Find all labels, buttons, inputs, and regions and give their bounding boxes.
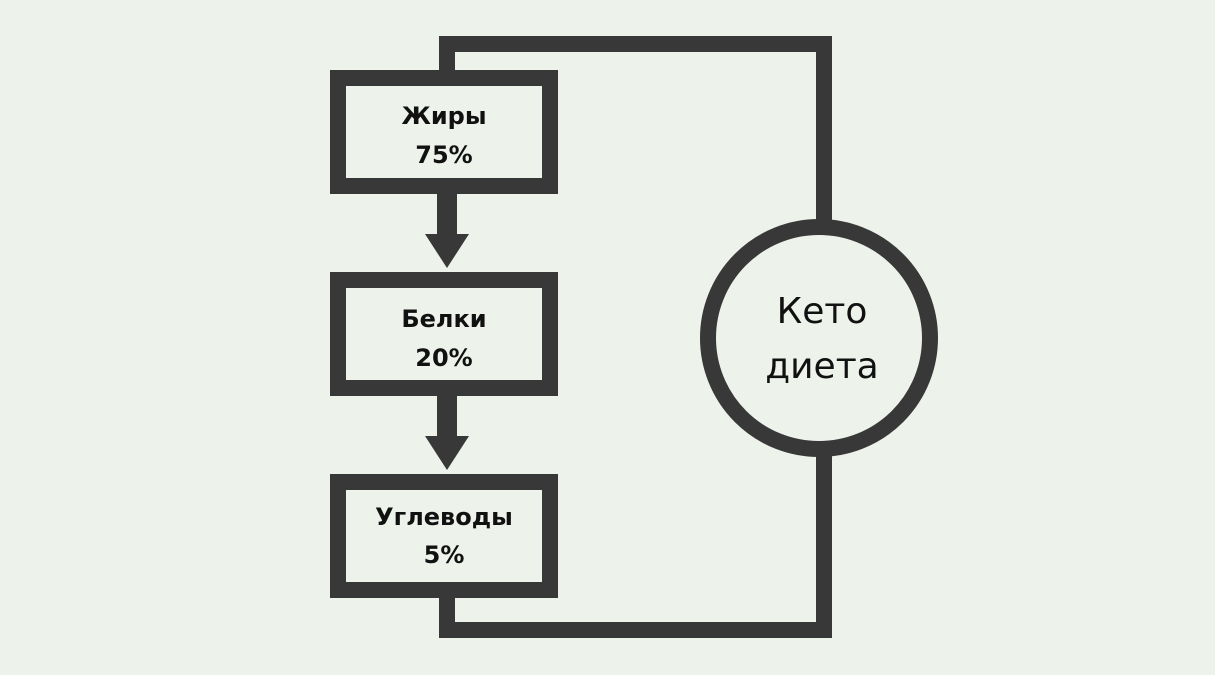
box-fats-percent: 75% — [415, 141, 472, 169]
box-proteins: Белки 20% — [330, 272, 558, 396]
box-carbs-name: Углеводы — [375, 503, 513, 531]
box-carbs-percent: 5% — [424, 541, 465, 569]
box-fats: Жиры 75% — [330, 70, 558, 194]
loop-connector-top — [439, 36, 832, 220]
box-proteins-name: Белки — [401, 305, 486, 333]
box-carbs: Углеводы 5% — [330, 474, 558, 598]
arrow-proteins-to-carbs — [425, 395, 469, 470]
keto-circle-line1: Кето — [777, 291, 868, 332]
keto-circle: Кето диета — [700, 219, 938, 457]
keto-circle-line2: диета — [765, 346, 878, 387]
loop-connector-bottom — [439, 455, 832, 638]
box-proteins-percent: 20% — [415, 344, 472, 372]
arrow-fats-to-proteins — [425, 193, 469, 268]
box-fats-name: Жиры — [401, 102, 486, 130]
